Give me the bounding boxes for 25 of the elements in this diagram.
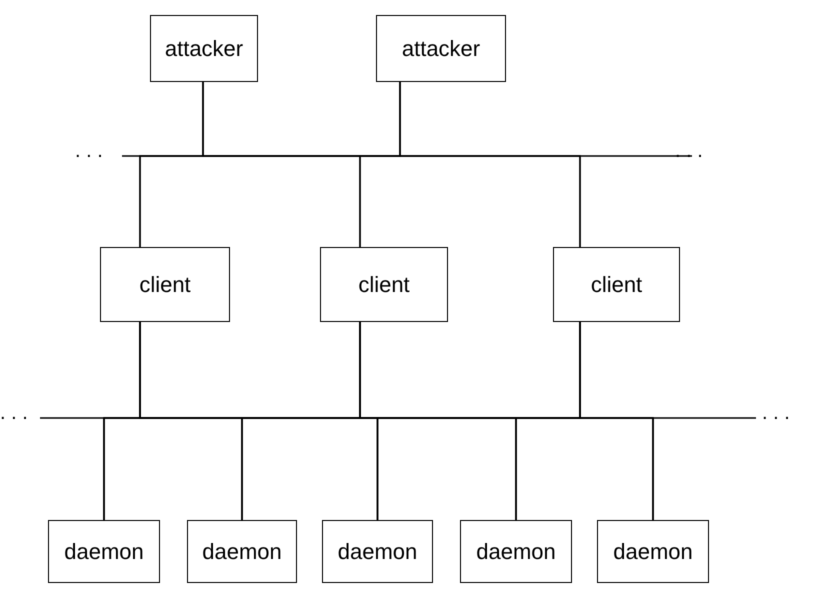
daemon-box [48,520,160,583]
node-label: client [139,272,191,298]
client-box [100,247,230,322]
daemon-box [322,520,433,583]
node-label: daemon [476,538,556,564]
node-label: client [358,272,410,298]
attacker-box [150,15,258,82]
connector-line [399,82,581,247]
node-label: attacker [402,36,480,62]
daemon-box [460,520,572,583]
node-label: daemon [338,538,418,564]
node-label: daemon [613,538,693,564]
attacker-box [376,15,506,82]
daemon-box [187,520,297,583]
node-label: daemon [64,538,144,564]
connector-line [579,322,654,520]
client-box [320,247,448,322]
continuation-dots: . . . [75,140,103,163]
continuation-dots: . . . [762,402,790,425]
client-box [553,247,680,322]
continuation-dots: . . . [0,402,28,425]
node-label: daemon [202,538,282,564]
node-label: attacker [164,36,244,62]
daemon-box [597,520,709,583]
node-label: client [590,272,642,298]
